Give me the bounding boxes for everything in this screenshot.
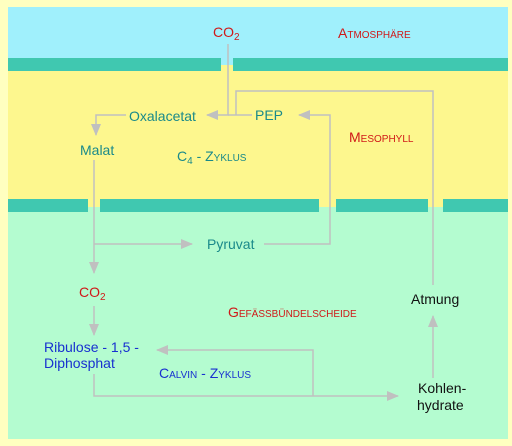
- oxalacetat-label: Oxalacetat: [129, 108, 196, 124]
- pep-label: PEP: [255, 107, 284, 123]
- bundle-sheath-title: Gefäßbündelscheide: [228, 304, 357, 320]
- arrow-ribulose-to-kohlenhydrate: [93, 374, 399, 401]
- malat-label: Malat: [80, 142, 115, 158]
- mesophyll-zone: [8, 65, 508, 207]
- lower-cell-wall-4: [443, 199, 508, 212]
- upper-cell-wall-right: [233, 58, 508, 71]
- c4-cycle-label: C4 - Zyklus: [177, 148, 247, 167]
- arrow-calvin-to-ribulose: [156, 345, 314, 396]
- pyruvat-label: Pyruvat: [207, 236, 255, 252]
- arrow-atmung-to-co2: [235, 90, 434, 285]
- atmung-label: Atmung: [411, 291, 460, 307]
- atmosphere-title: Atmosphäre: [338, 25, 411, 41]
- co2-bundle-label: CO2: [79, 284, 106, 303]
- arrow-oxalacetat-to-malat: [91, 114, 126, 136]
- lower-cell-wall-1: [8, 199, 88, 212]
- kohlenhydrate-label-line1: Kohlen-: [418, 380, 467, 396]
- arrow-pyruvat-to-pep: [264, 110, 331, 245]
- mesophyll-title: Mesophyll: [349, 129, 414, 145]
- co2-atmosphere-label: CO2: [213, 24, 240, 43]
- ribulose-label-line1: Ribulose - 1,5 -: [44, 339, 139, 355]
- upper-cell-wall-left: [8, 58, 221, 71]
- atmosphere-zone: [8, 7, 508, 65]
- kohlenhydrate-label-line2: hydrate: [417, 397, 464, 413]
- lower-cell-wall-3: [336, 199, 428, 212]
- calvin-cycle-label: Calvin - Zyklus: [159, 365, 252, 381]
- bundle-sheath-zone: [8, 207, 508, 439]
- arrow-co2-to-oxalacetat: [206, 44, 229, 120]
- ribulose-label-line2: Diphosphat: [44, 355, 115, 371]
- lower-cell-wall-2: [100, 199, 319, 212]
